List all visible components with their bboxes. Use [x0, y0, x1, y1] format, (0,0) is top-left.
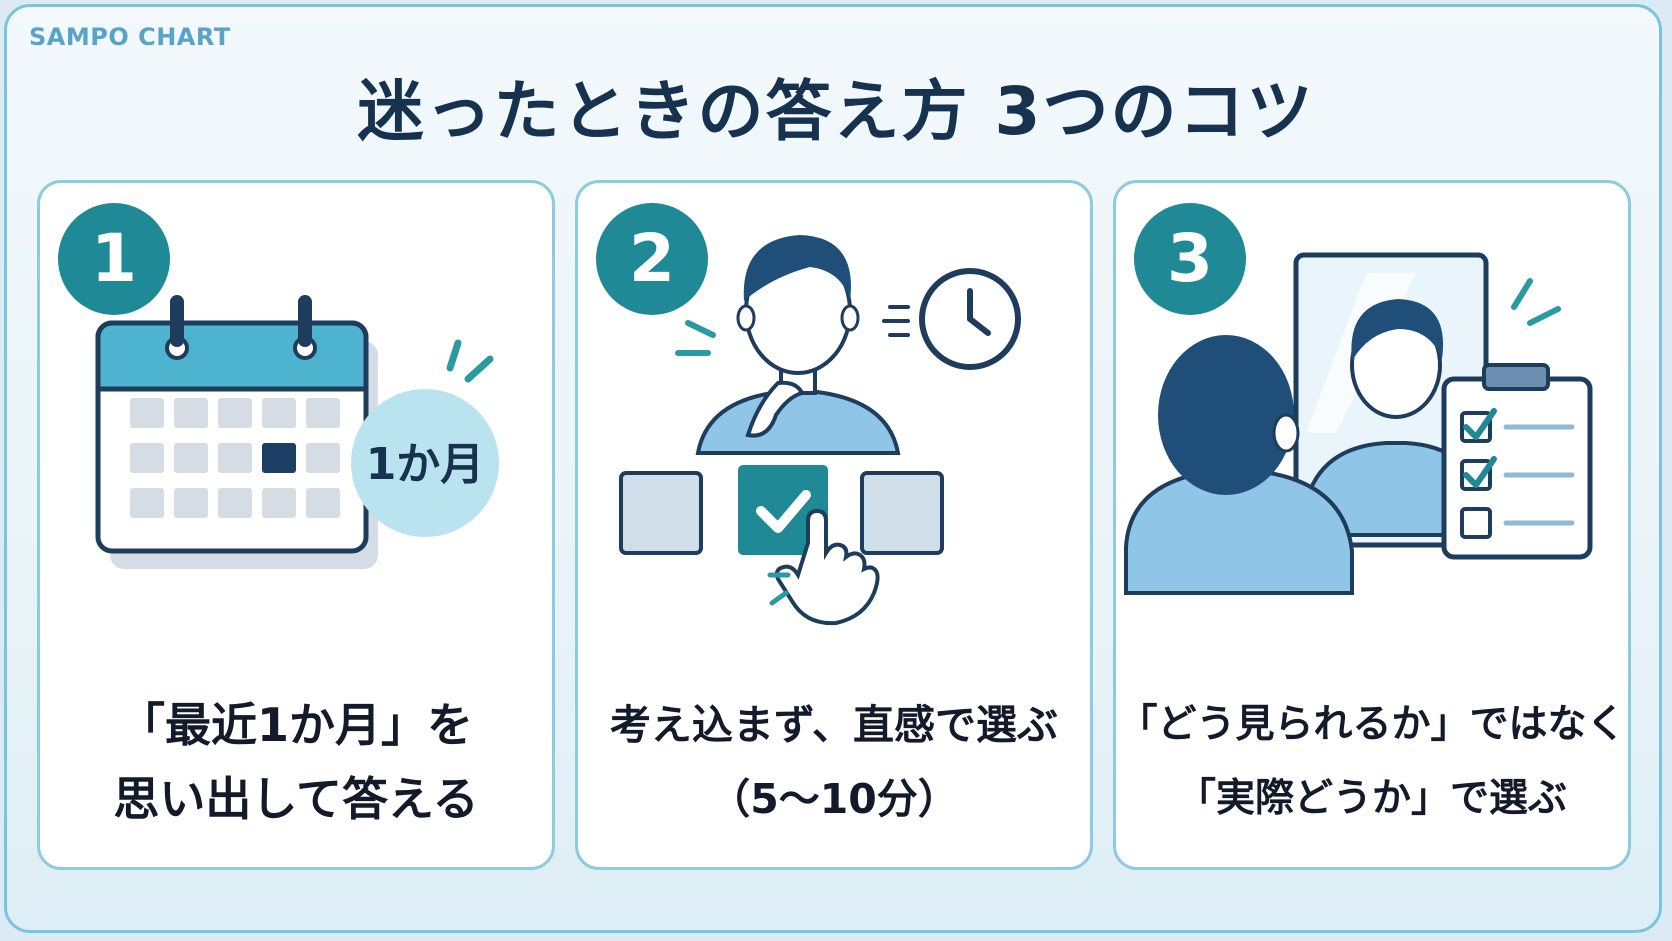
tip-caption: 考え込まず、直感で選ぶ （5〜10分）	[578, 688, 1090, 836]
month-bubble-label: 1か月	[366, 439, 485, 490]
caption-line-1: 「どう見られるか」ではなく	[1118, 702, 1626, 747]
person-mirror-checklist-icon	[1124, 252, 1593, 595]
tip-card-2: 2 考え込まず、直感で選ぶ （5〜10分）	[575, 180, 1093, 870]
caption-line-2: 「実際どうか」で選ぶ	[1176, 776, 1567, 821]
caption-line-1: 考え込まず、直感で選ぶ	[609, 701, 1059, 749]
person-thinking-clock-icon	[619, 235, 1021, 626]
number-badge: 1	[58, 203, 170, 315]
number-badge: 3	[1134, 203, 1246, 315]
number-badge: 2	[596, 203, 708, 315]
brand-label: SAMPO CHART	[29, 23, 231, 51]
tip-caption: 「最近1か月」を 思い出して答える	[40, 688, 552, 836]
tip-caption: 「どう見られるか」ではなく 「実際どうか」で選ぶ	[1116, 688, 1628, 836]
caption-line-1: 「最近1か月」を	[118, 698, 473, 752]
page-title: 迷ったときの答え方 3つのコツ	[357, 73, 1315, 150]
tip-card-1: 1 1か月	[37, 180, 555, 870]
caption-line-2: （5〜10分）	[709, 775, 959, 823]
calendar-icon: 1か月	[95, 295, 499, 569]
tip-card-3: 3 「どう見られるか」ではなく 「実際どうか」で選ぶ	[1113, 180, 1631, 870]
caption-line-2: 思い出して答える	[113, 772, 479, 826]
